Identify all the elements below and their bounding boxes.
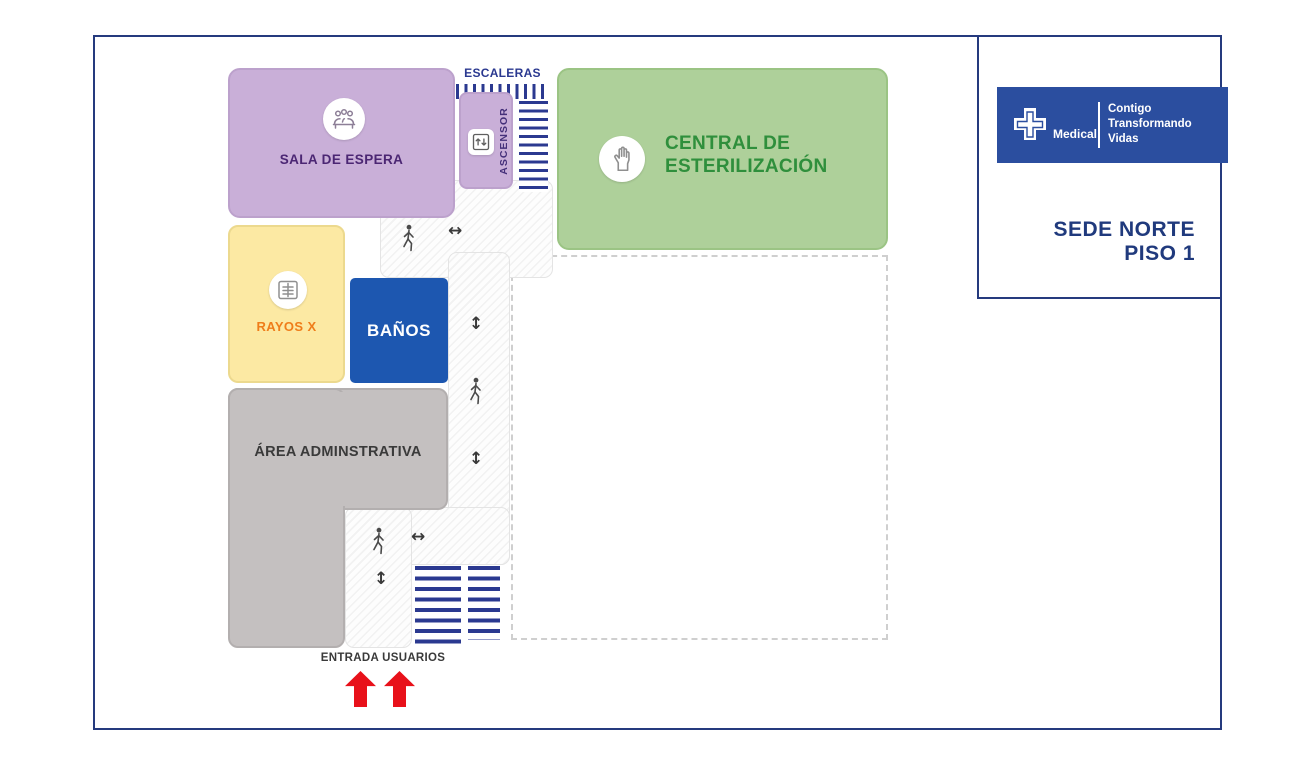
room-label: ÁREA ADMINSTRATIVA: [254, 444, 422, 460]
page-title-line2: PISO 1: [1124, 242, 1195, 265]
elevator-icon: [468, 129, 494, 155]
waiting-area-icon: [323, 98, 365, 140]
page-title-line1: SEDE NORTE: [1053, 218, 1195, 241]
unassigned-area-outline: [511, 255, 888, 640]
room-ascensor: ASCENSOR: [459, 92, 513, 189]
medical-cross-icon: [1011, 105, 1049, 148]
room-label: ASCENSOR: [498, 106, 510, 175]
logo-brand: Medical: [1053, 127, 1098, 141]
room-sala-de-espera: SALA DE ESPERA: [228, 68, 455, 218]
logo-tagline-line1: Contigo: [1108, 103, 1152, 115]
info-panel: Medical Contigo Transformando Vidas SEDE…: [977, 35, 1228, 299]
logo-tagline-line3: Vidas: [1108, 133, 1139, 145]
stairs-stripes-right: [519, 101, 548, 192]
entrance-label: ENTRADA USUARIOS: [320, 652, 446, 664]
logo-tagline: Contigo Transformando Vidas: [1108, 102, 1192, 147]
walking-person-icon: [400, 224, 417, 258]
logo-tagline-line2: Transformando: [1108, 118, 1192, 130]
arrow-vertical-symbol: ↕: [374, 569, 389, 589]
arrow-horizontal-symbol: ↔: [448, 221, 463, 241]
room-label: SALA DE ESPERA: [279, 152, 404, 167]
arrow-vertical-symbol: ↕: [469, 449, 484, 469]
logo: Medical Contigo Transformando Vidas: [997, 87, 1228, 163]
entrance-stairs-stripes: [468, 566, 500, 640]
room-label: CENTRAL DE ESTERILIZACIÓN: [665, 132, 828, 178]
page-title: SEDE NORTE PISO 1: [1053, 218, 1195, 266]
room-label-line1: CENTRAL DE: [665, 133, 791, 154]
walking-person-icon: [467, 377, 484, 411]
sterilization-glove-icon: [599, 136, 645, 182]
walking-person-icon: [370, 527, 387, 561]
entrance-stairs-stripes: [415, 566, 461, 646]
room-central-esterilizacion: CENTRAL DE ESTERILIZACIÓN: [557, 68, 888, 250]
room-label: RAYOS X: [256, 319, 317, 334]
logo-divider: [1098, 102, 1100, 148]
room-label-line2: ESTERILIZACIÓN: [665, 156, 828, 177]
stairs-label: ESCALERAS: [464, 66, 541, 80]
room-banos: BAÑOS: [350, 278, 448, 383]
arrow-vertical-symbol: ↕: [469, 314, 484, 334]
room-rayos-x: RAYOS X: [228, 225, 345, 383]
room-area-administrativa-wing: [228, 388, 345, 648]
room-area-administrativa-fill: [300, 392, 345, 506]
arrow-horizontal-symbol: ↔: [411, 527, 426, 547]
xray-icon: [269, 271, 307, 309]
